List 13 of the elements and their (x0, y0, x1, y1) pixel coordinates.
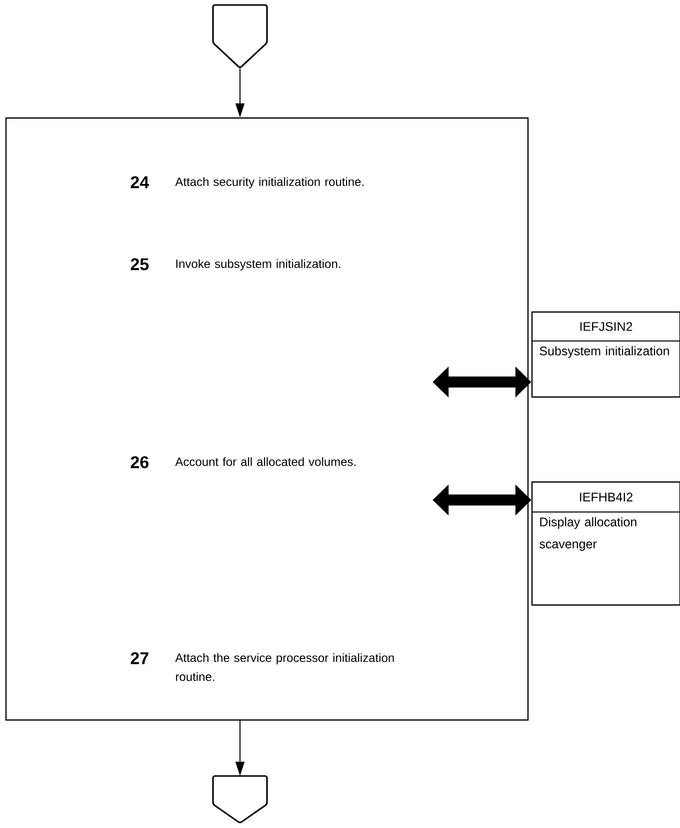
connector-pentagon (212, 775, 268, 824)
step-number: 24 (130, 176, 150, 188)
module-box: IEFJSIN2 Subsystem initialization (531, 311, 680, 398)
step-number: 27 (130, 652, 148, 664)
step-number: 26 (130, 456, 148, 468)
connector-pentagon (212, 4, 268, 68)
step-text: Attach the service processor initialization routine. (175, 653, 394, 681)
process-box (5, 117, 529, 721)
step-text: Attach security initialization routine. (175, 177, 364, 188)
step-text: Account for all allocated volumes. (175, 457, 356, 466)
step-text: Invoke subsystem initialization. (176, 259, 340, 270)
module-box: IEFHB4I2 Display allocation scavenger (531, 481, 680, 606)
step-number: 25 (130, 258, 149, 270)
